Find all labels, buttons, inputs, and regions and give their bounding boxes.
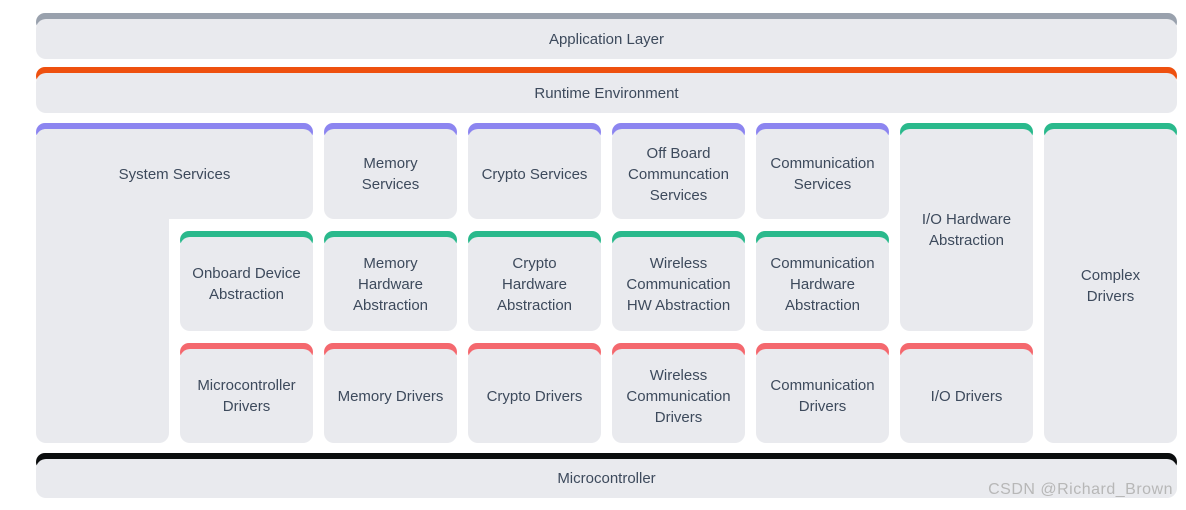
microcontroller-label: Microcontroller: [557, 470, 656, 487]
block-crypto-drivers: Crypto Drivers: [468, 343, 601, 443]
watermark: CSDN @Richard_Brown: [988, 481, 1173, 498]
block-wireless-communication-drivers: Wireless Communication Drivers: [612, 343, 745, 443]
block-wireless-communication-hw-abstraction: Wireless Communication HW Abstraction: [612, 231, 745, 331]
wireless-communication-drivers-label: Wireless Communication Drivers: [626, 366, 731, 426]
system-services-label: System Services: [118, 165, 231, 183]
application-layer-label: Application Layer: [548, 30, 665, 48]
memory-drivers-label: Memory Drivers: [337, 387, 444, 405]
runtime-environment-label: Runtime Environment: [534, 84, 679, 102]
block-io-hardware-abstraction: I/O Hardware Abstraction: [900, 123, 1033, 331]
block-io-drivers: I/O Drivers: [900, 343, 1033, 443]
block-memory-drivers: Memory Drivers: [324, 343, 457, 443]
block-crypto-services: Crypto Services: [468, 123, 601, 219]
communication-services-label: Communication Services: [770, 155, 875, 193]
onboard-device-abstraction-label: Onboard Device Abstraction: [192, 265, 301, 303]
communication-hardware-abstraction-label: Communication Hardware Abstraction: [770, 254, 875, 314]
wireless-communication-hw-abstraction-label: Wireless Communication HW Abstraction: [626, 254, 731, 314]
memory-hardware-abstraction-label: Memory Hardware Abstraction: [352, 254, 429, 314]
block-communication-drivers: Communication Drivers: [756, 343, 889, 443]
memory-services-label: Memory Services: [361, 155, 420, 193]
io-drivers-label: I/O Drivers: [930, 387, 1003, 405]
crypto-drivers-label: Crypto Drivers: [486, 387, 583, 405]
block-memory-hardware-abstraction: Memory Hardware Abstraction: [324, 231, 457, 331]
block-communication-hardware-abstraction: Communication Hardware Abstraction: [756, 231, 889, 331]
block-offboard-communication-services: Off Board Communcation Services: [612, 123, 745, 219]
runtime-environment-bar: Runtime Environment: [36, 67, 1177, 113]
block-communication-services: Communication Services: [756, 123, 889, 219]
complex-drivers-label: Complex Drivers: [1080, 267, 1141, 305]
block-system-services: System Services: [36, 123, 313, 443]
block-onboard-device-abstraction: Onboard Device Abstraction: [180, 231, 313, 331]
io-hardware-abstraction-label: I/O Hardware Abstraction: [921, 211, 1012, 249]
microcontroller-bar: Microcontroller: [36, 453, 1177, 498]
services-grid: System Services Memory Services Crypto S…: [36, 123, 1177, 443]
block-complex-drivers: Complex Drivers: [1044, 123, 1177, 443]
block-microcontroller-drivers: Microcontroller Drivers: [180, 343, 313, 443]
communication-drivers-label: Communication Drivers: [770, 377, 875, 415]
application-layer-bar: Application Layer: [36, 13, 1177, 59]
offboard-communication-services-label: Off Board Communcation Services: [628, 144, 729, 204]
crypto-services-label: Crypto Services: [481, 165, 588, 183]
microcontroller-drivers-label: Microcontroller Drivers: [197, 377, 296, 415]
block-crypto-hardware-abstraction: Crypto Hardware Abstraction: [468, 231, 601, 331]
crypto-hardware-abstraction-label: Crypto Hardware Abstraction: [496, 254, 573, 314]
block-memory-services: Memory Services: [324, 123, 457, 219]
